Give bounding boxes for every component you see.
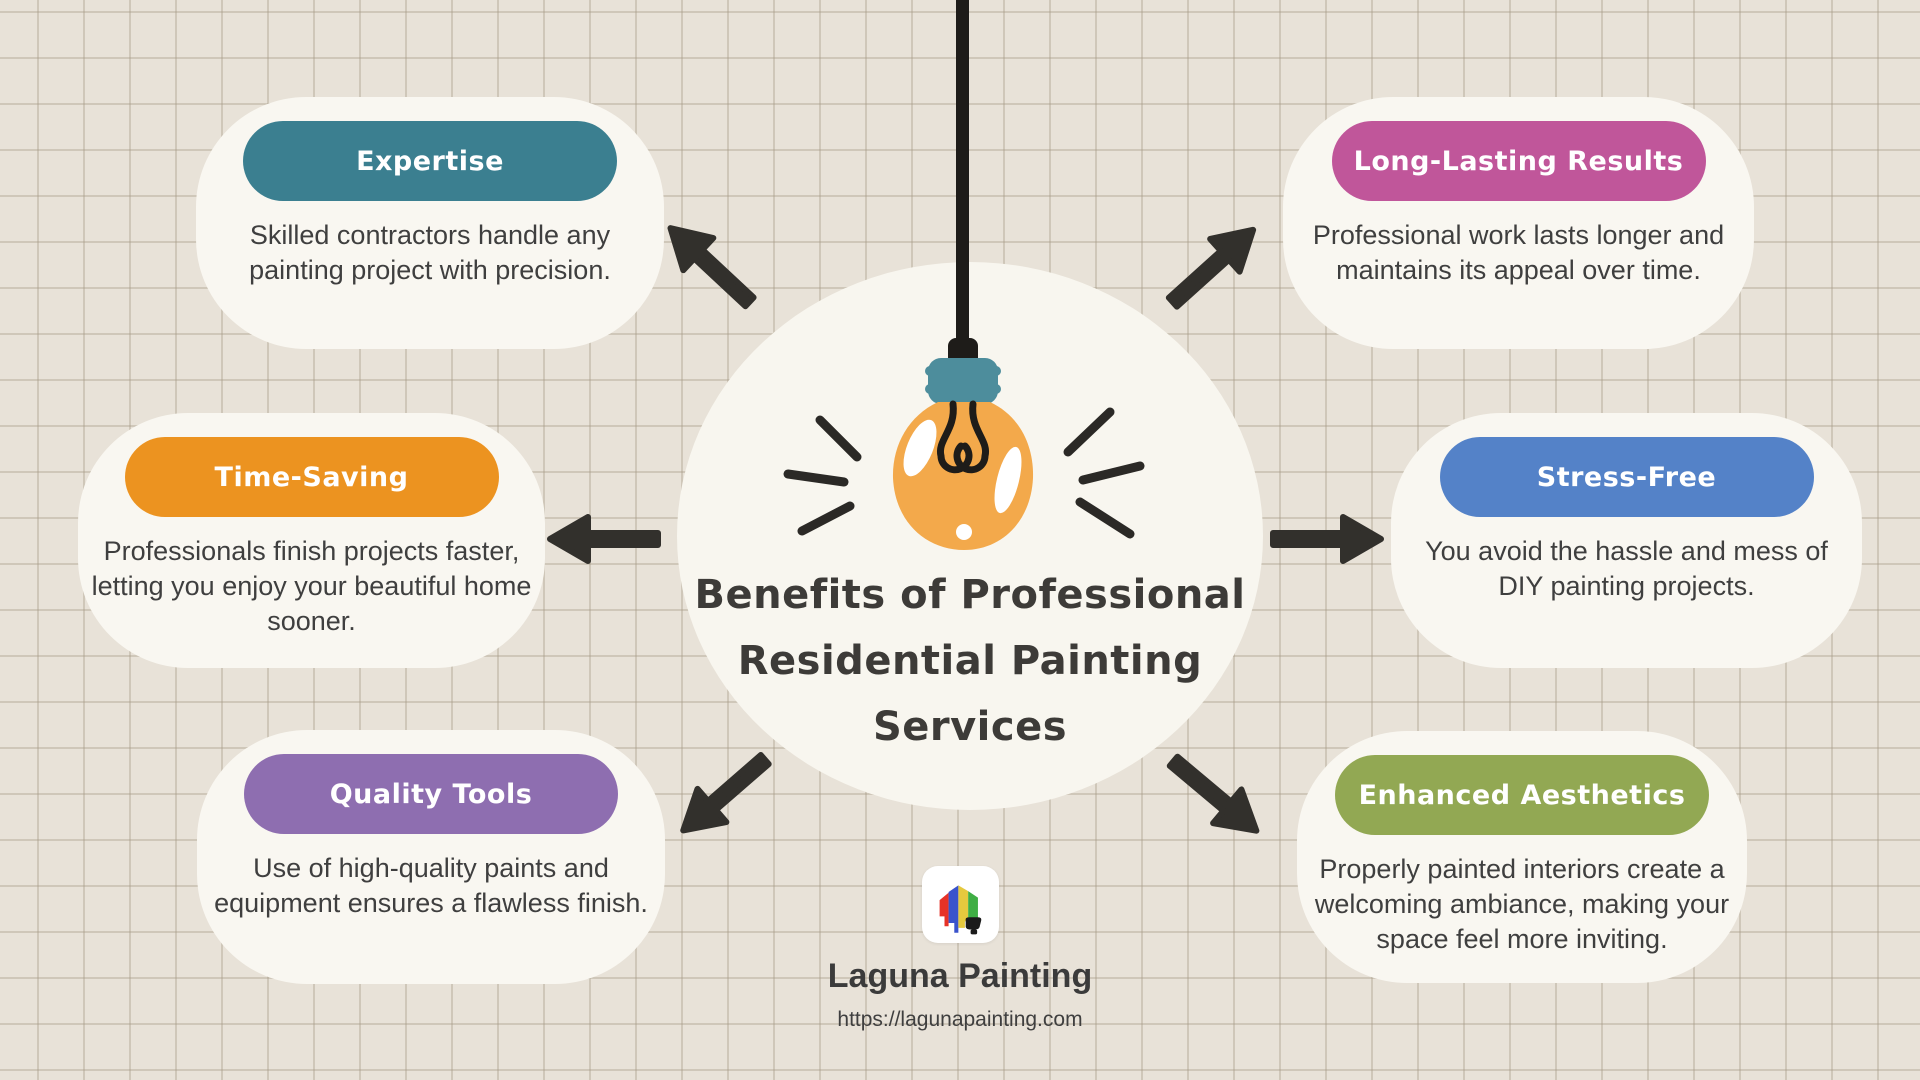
arrow-down-right-icon (1151, 736, 1278, 857)
website-url: https://lagunapainting.com (837, 1008, 1083, 1031)
card-label: Long-Lasting Results (1353, 145, 1684, 177)
card-pill-stress-free: Stress-Free (1439, 437, 1814, 517)
arrow-up-left-icon (647, 204, 773, 327)
benefit-card-stress-free: Stress-Free You avoid the hassle and mes… (1391, 413, 1862, 668)
arrow-up-right-icon (1150, 205, 1276, 327)
light-rays-icon (783, 407, 1145, 539)
arrow-left-icon (546, 509, 662, 569)
benefit-card-expertise: Expertise Skilled contractors handle any… (196, 97, 664, 349)
card-pill-time-saving: Time-Saving (124, 437, 499, 517)
card-label: Time-Saving (214, 461, 409, 493)
card-pill-long-lasting-results: Long-Lasting Results (1331, 121, 1706, 201)
arrow-right-icon (1269, 509, 1385, 569)
brand-name: Laguna Painting (827, 957, 1093, 995)
card-pill-expertise: Expertise (243, 121, 617, 201)
benefit-card-enhanced-aesthetics: Enhanced Aesthetics Properly painted int… (1297, 731, 1747, 983)
title-line-1: Benefits of Professional (694, 572, 1246, 618)
card-label: Quality Tools (329, 778, 533, 810)
title-line-3: Services (872, 704, 1068, 750)
title-line-2: Residential Painting (737, 638, 1203, 684)
lightbulb-icon (783, 0, 1145, 550)
benefit-card-long-lasting-results: Long-Lasting Results Professional work l… (1283, 97, 1754, 349)
paint-house-logo-icon (921, 866, 999, 943)
card-label: Stress-Free (1536, 461, 1717, 493)
benefit-card-quality-tools: Quality Tools Use of high-quality paints… (197, 730, 665, 984)
card-text: Professionals finish projects faster,let… (91, 536, 532, 636)
infographic-title: Benefits of Professional Residential Pai… (677, 562, 1263, 760)
card-label: Enhanced Aesthetics (1358, 779, 1686, 811)
card-label: Expertise (356, 145, 504, 177)
card-pill-quality-tools: Quality Tools (244, 754, 618, 834)
card-pill-enhanced-aesthetics: Enhanced Aesthetics (1335, 755, 1709, 835)
arrow-down-left-icon (661, 734, 788, 855)
footer-brand-block: Laguna Painting https://lagunapainting.c… (760, 866, 1160, 1032)
benefit-card-time-saving: Time-Saving Professionals finish project… (78, 413, 545, 668)
